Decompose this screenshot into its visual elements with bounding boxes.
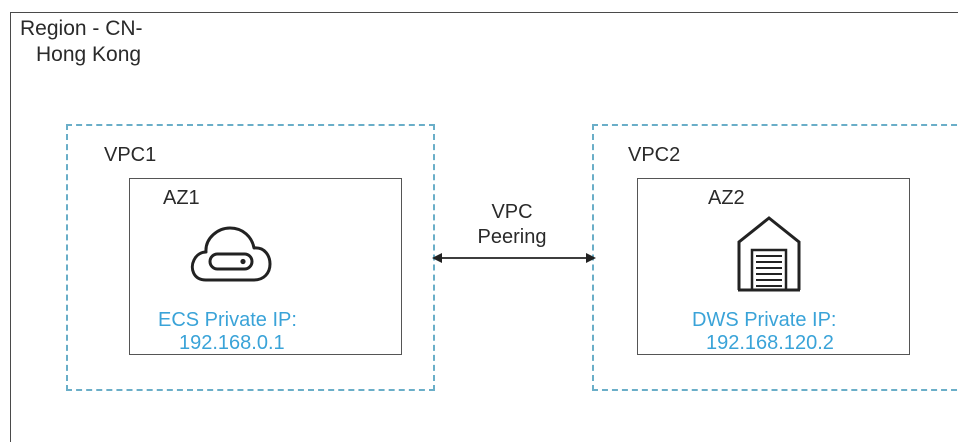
warehouse-icon — [737, 216, 801, 292]
region-title-line2: Hong Kong — [36, 43, 142, 66]
ecs-ip-value: 192.168.0.1 — [179, 332, 285, 354]
vpc2-label: VPC2 — [628, 144, 681, 166]
region-container — [10, 12, 958, 442]
cloud-server-icon — [190, 226, 272, 282]
vpc1-label: VPC1 — [104, 144, 157, 166]
az2-box: AZ2 — [637, 178, 910, 355]
peering-line1: VPC — [491, 201, 533, 223]
peering-connection-arrow — [432, 253, 596, 263]
az2-label: AZ2 — [708, 187, 745, 209]
region-title: Region - CN- Hong Kong — [20, 16, 190, 68]
vpc-peering-label: VPC Peering — [432, 200, 592, 250]
dws-ip-label: DWS Private IP: — [692, 309, 837, 331]
dws-ip-value: 192.168.120.2 — [706, 332, 834, 354]
az1-label: AZ1 — [163, 187, 200, 209]
region-title-line1: Region - CN- — [20, 17, 143, 40]
ecs-ip-label: ECS Private IP: — [158, 309, 297, 331]
peering-line2: Peering — [477, 226, 547, 248]
az1-box: AZ1 — [129, 178, 402, 355]
